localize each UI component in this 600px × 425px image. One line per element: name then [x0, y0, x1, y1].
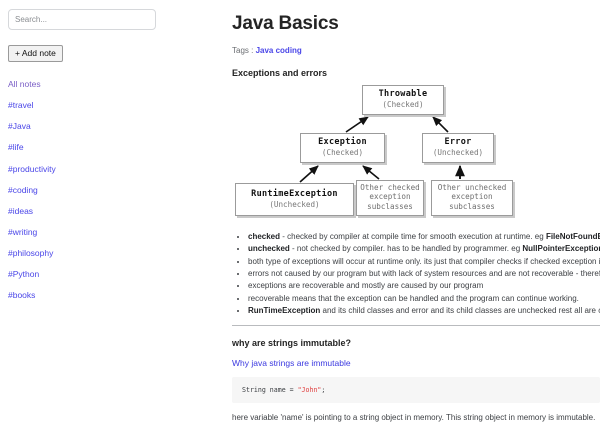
diagram-box-exception: Exception (Checked)	[300, 132, 385, 163]
sidebar-item-writing[interactable]: #writing	[8, 226, 38, 237]
diagram-box-throwable-title: Throwable	[378, 89, 428, 100]
sidebar-item-life[interactable]: #life	[8, 142, 24, 153]
diagram-box-runtime-exception-title: RuntimeException	[251, 188, 338, 199]
diagram-box-other-checked-line2: exception	[369, 192, 411, 202]
diagram-box-throwable-subtitle: (Checked)	[382, 100, 424, 110]
question-reference-link[interactable]: Why java strings are immutable	[232, 358, 351, 369]
diagram-box-other-unchecked-line2: exception	[451, 192, 493, 202]
diagram-box-error: Error (Unchecked)	[422, 132, 494, 163]
diagram-box-other-checked: Other checked exception subclasses	[356, 179, 424, 216]
list-item-bold: checked	[248, 231, 281, 241]
list-item-text: recoverable means that the exception can…	[248, 293, 579, 303]
code-suffix: ;	[321, 386, 326, 395]
list-item: unchecked - not checked by compiler. has…	[248, 243, 600, 255]
code-block-string-declaration: String name = "John";	[232, 377, 600, 404]
list-item-bold: unchecked	[248, 244, 290, 254]
section-divider	[232, 325, 600, 327]
exception-notes-list: checked - checked by compiler at compile…	[232, 231, 600, 318]
tags-label: Tags :	[232, 45, 256, 55]
list-item-bold-2: NullPointerException	[522, 244, 600, 254]
diagram-box-other-unchecked-line1: Other unchecked	[437, 182, 507, 192]
question-heading: why are strings immutable?	[232, 338, 352, 349]
sidebar-item-books[interactable]: #books	[8, 290, 36, 301]
note-content: Java Basics Tags : Java coding Exception…	[228, 0, 600, 425]
list-item-bold: RunTimeException	[248, 306, 321, 316]
sidebar-item-python[interactable]: #Python	[8, 269, 40, 280]
diagram-box-runtime-exception: RuntimeException (Unchecked)	[235, 182, 354, 216]
list-item-text: both type of exceptions will occur at ru…	[248, 256, 600, 266]
code-prefix: String name =	[242, 386, 298, 395]
sidebar-item-productivity[interactable]: #productivity	[8, 163, 56, 174]
sidebar-item-travel[interactable]: #travel	[8, 100, 34, 111]
tag-link-java-coding[interactable]: Java coding	[255, 45, 302, 55]
list-item-text: errors not caused by our program but wit…	[248, 268, 600, 278]
list-item: checked - checked by compiler at compile…	[248, 231, 600, 243]
section-heading: Exceptions and errors	[232, 67, 328, 78]
diagram-arrows-svg	[299, 116, 465, 183]
diagram-box-other-unchecked-line3: subclasses	[449, 202, 495, 212]
code-string-literal: "John"	[297, 386, 322, 395]
sidebar-item-ideas[interactable]: #ideas	[8, 205, 34, 216]
list-item: recoverable means that the exception can…	[248, 293, 600, 305]
diagram-box-throwable: Throwable (Checked)	[362, 84, 444, 115]
list-item-text: exceptions are recoverable and mostly ar…	[248, 281, 484, 291]
list-item-text: and its child classes and error and its …	[320, 306, 600, 316]
sidebar-item-philosophy[interactable]: #philosophy	[8, 247, 54, 258]
list-item: RunTimeException and its child classes a…	[248, 305, 600, 317]
explanation-paragraph: here variable 'name' is pointing to a st…	[232, 413, 596, 423]
diagram-box-error-subtitle: (Unchecked)	[432, 148, 484, 158]
list-item-text: - not checked by compiler. has to be han…	[289, 244, 523, 254]
diagram-box-runtime-exception-subtitle: (Unchecked)	[269, 199, 320, 209]
diagram-box-other-unchecked: Other unchecked exception subclasses	[431, 179, 513, 216]
list-item: errors not caused by our program but wit…	[248, 268, 600, 280]
page-title: Java Basics	[232, 13, 339, 34]
exception-hierarchy-diagram: Throwable (Checked) Exception (Checked) …	[234, 84, 524, 222]
tags-line: Tags : Java coding	[232, 46, 600, 55]
sidebar-item-all-notes[interactable]: All notes	[8, 79, 41, 90]
sidebar: + Add note All notes #travel #Java #life…	[0, 0, 228, 425]
diagram-box-exception-title: Exception	[318, 137, 367, 148]
diagram-box-exception-subtitle: (Checked)	[321, 148, 364, 158]
list-item: both type of exceptions will occur at ru…	[248, 256, 600, 268]
add-note-button[interactable]: + Add note	[8, 45, 63, 63]
diagram-box-other-checked-line1: Other checked	[360, 182, 420, 192]
list-item: exceptions are recoverable and mostly ar…	[248, 280, 600, 292]
sidebar-item-java[interactable]: #Java	[8, 121, 31, 132]
list-item-text: - checked by compiler at compile time fo…	[280, 231, 546, 241]
diagram-box-other-checked-line3: subclasses	[367, 202, 413, 212]
sidebar-item-coding[interactable]: #coding	[8, 184, 38, 195]
search-input[interactable]	[8, 9, 156, 30]
tag-nav-list: All notes #travel #Java #life #productiv…	[8, 80, 220, 299]
list-item-bold-2: FileNotFoundException	[545, 231, 600, 241]
diagram-box-error-title: Error	[444, 137, 472, 148]
